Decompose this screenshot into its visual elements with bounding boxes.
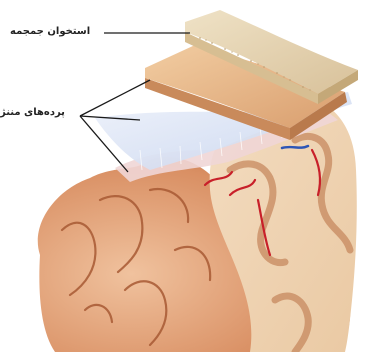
meninges-leader-dura — [80, 80, 150, 116]
skull-bone-label: استخوان جمجمه — [10, 26, 90, 37]
blood-vessels-blue — [282, 146, 308, 148]
meninges-label: پرده‌های مننژ — [0, 107, 65, 118]
